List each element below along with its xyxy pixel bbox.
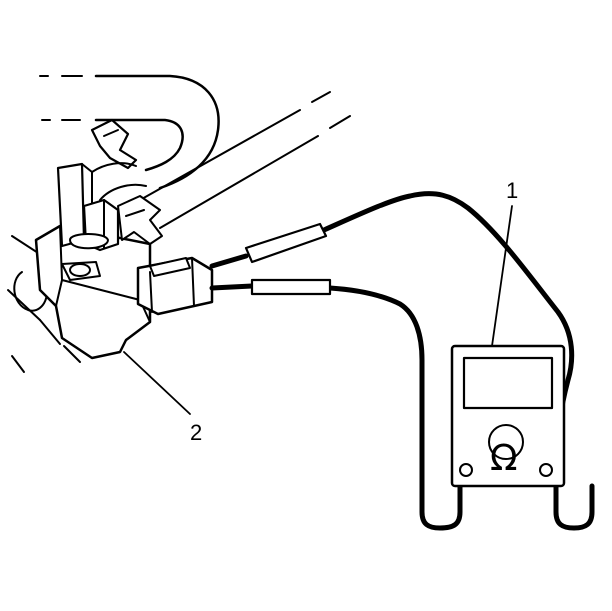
upper-hose (94, 118, 184, 172)
engine-manifold (7, 235, 81, 373)
upper-test-lead (209, 253, 249, 269)
vacuum-hoses (39, 74, 351, 229)
port-collar (69, 233, 109, 250)
meter-lead-loop (553, 467, 595, 531)
port-hose (91, 162, 137, 173)
connector-latch (149, 257, 191, 277)
meter-jack-left (459, 463, 473, 477)
upper-hose (94, 74, 220, 190)
lower-probe (250, 278, 332, 296)
callout-label-2: 2 (190, 420, 202, 445)
valve-housing (34, 224, 152, 360)
solenoid-valve (34, 162, 214, 360)
callout-label-1: 1 (506, 178, 518, 203)
lower-test-lead (209, 283, 255, 291)
callouts: 1 2 (123, 178, 518, 445)
meter-jack-right (539, 463, 553, 477)
bracket-hole (69, 263, 91, 277)
lower-test-lead (327, 285, 425, 473)
tube-dash (311, 91, 331, 103)
port-hose (99, 183, 147, 201)
meter-display (462, 356, 554, 410)
manifold-edge (11, 355, 25, 373)
long-tube (139, 109, 301, 201)
manifold-edge (7, 289, 41, 321)
tube-dash (329, 115, 351, 129)
port-clamp-edge (125, 209, 145, 217)
long-tube (159, 135, 319, 229)
ohm-symbol-icon: Ω (490, 438, 518, 479)
hose-clamp (90, 118, 138, 170)
callout-leader-2 (123, 351, 191, 415)
test-leads (209, 191, 575, 473)
upper-probe (244, 222, 328, 264)
manifold-edge (39, 319, 81, 363)
meter-dial (488, 424, 524, 460)
port-clamp (117, 195, 163, 245)
hose-clamp (103, 129, 119, 137)
valve-connector-edge (149, 257, 195, 313)
callout-leader-1 (491, 205, 513, 347)
upper-test-lead (321, 191, 575, 473)
meter-lead-loop (419, 467, 463, 531)
ohmmeter: Ω (419, 344, 595, 531)
